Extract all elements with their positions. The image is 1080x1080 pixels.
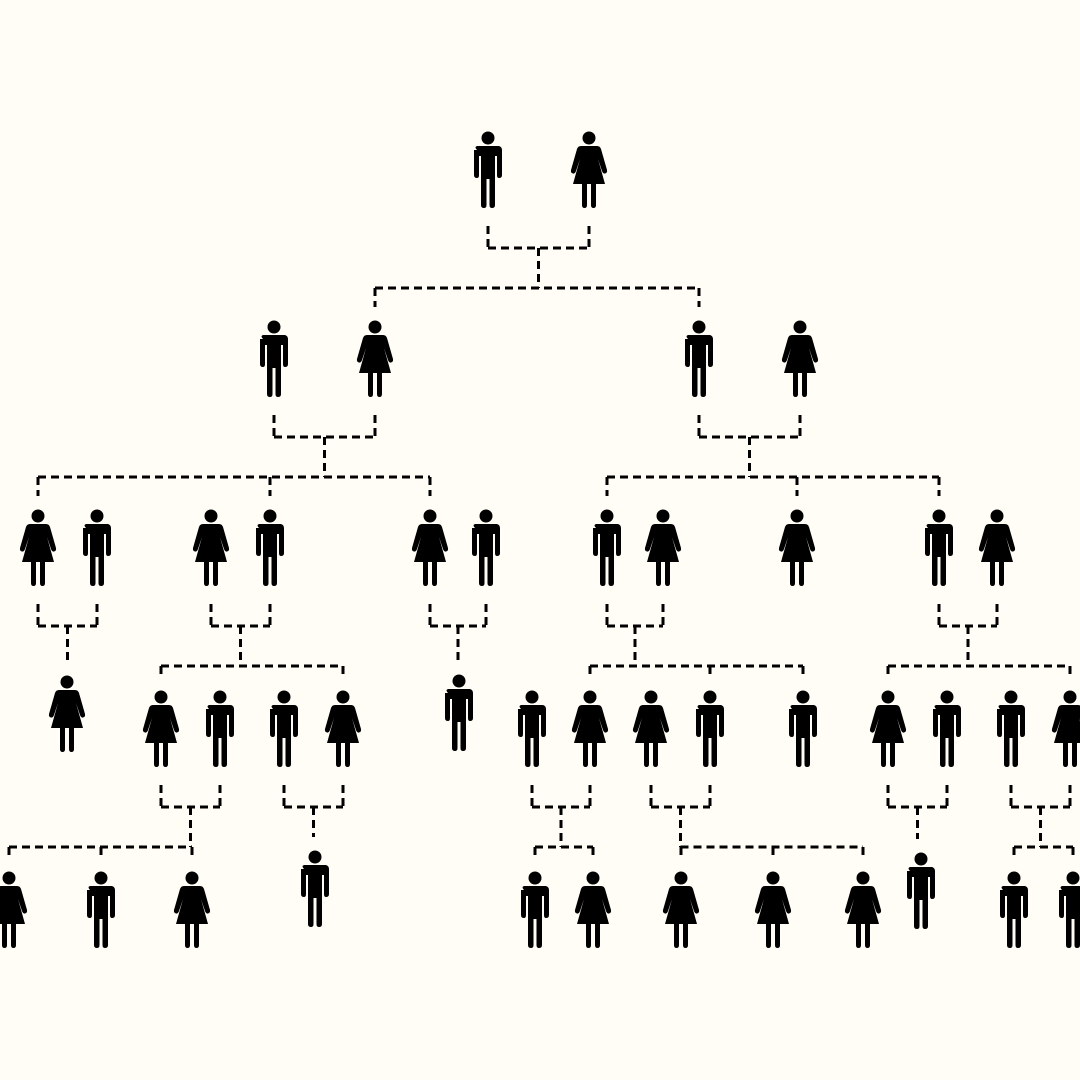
woman-icon — [662, 871, 700, 948]
woman-icon — [48, 675, 86, 752]
woman-icon — [844, 871, 882, 948]
man-icon — [997, 690, 1025, 767]
man-icon — [696, 690, 724, 767]
woman-icon — [781, 320, 819, 397]
woman-icon — [754, 871, 792, 948]
man-icon — [256, 509, 284, 586]
woman-icon — [324, 690, 362, 767]
family-members — [0, 131, 1080, 948]
woman-icon — [978, 509, 1016, 586]
man-icon — [301, 850, 329, 927]
woman-icon — [192, 509, 230, 586]
man-icon — [83, 509, 111, 586]
man-icon — [521, 871, 549, 948]
woman-icon — [778, 509, 816, 586]
woman-icon — [142, 690, 180, 767]
man-icon — [685, 320, 713, 397]
man-icon — [270, 690, 298, 767]
man-icon — [445, 674, 473, 751]
woman-icon — [173, 871, 211, 948]
woman-icon — [632, 690, 670, 767]
woman-icon — [644, 509, 682, 586]
man-icon — [933, 690, 961, 767]
woman-icon — [356, 320, 394, 397]
woman-icon — [869, 690, 907, 767]
woman-icon — [411, 509, 449, 586]
man-icon — [907, 852, 935, 929]
man-icon — [593, 509, 621, 586]
family-links — [7, 226, 1075, 858]
woman-icon — [0, 871, 28, 948]
man-icon — [1000, 871, 1028, 948]
woman-icon — [574, 871, 612, 948]
man-icon — [925, 509, 953, 586]
man-icon — [1059, 871, 1080, 948]
woman-icon — [570, 131, 608, 208]
man-icon — [260, 320, 288, 397]
man-icon — [206, 690, 234, 767]
man-icon — [474, 131, 502, 208]
man-icon — [518, 690, 546, 767]
man-icon — [87, 871, 115, 948]
man-icon — [472, 509, 500, 586]
man-icon — [789, 690, 817, 767]
woman-icon — [1051, 690, 1080, 767]
woman-icon — [571, 690, 609, 767]
woman-icon — [19, 509, 57, 586]
